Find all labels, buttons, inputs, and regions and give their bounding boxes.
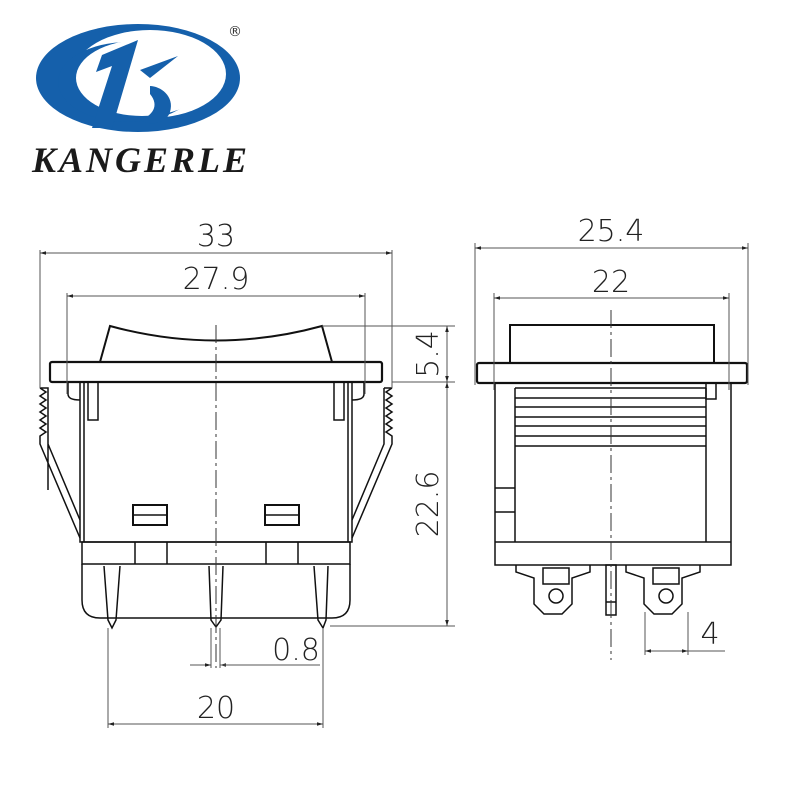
dim-rocker-height: 5.4 [411, 330, 446, 378]
registered-mark: ® [228, 24, 242, 40]
dim-terminal-width: 4 [700, 617, 719, 652]
brand-name: KANGERLE [31, 140, 250, 180]
dim-side-overall-width: 25.4 [578, 214, 645, 249]
dim-overall-width: 33 [197, 219, 235, 254]
kangerle-logo: ® KANGERLE [31, 24, 250, 180]
dim-body-height: 22.6 [411, 471, 446, 538]
dim-pin-span: 20 [197, 691, 235, 726]
dim-bezel-width: 27.9 [183, 262, 250, 297]
dim-pin-thickness: 0.8 [272, 633, 320, 668]
front-dimensions [39, 250, 455, 728]
side-dimensions [474, 243, 749, 655]
dim-side-body-width: 22 [592, 265, 630, 300]
side-view-drawing [475, 324, 749, 616]
